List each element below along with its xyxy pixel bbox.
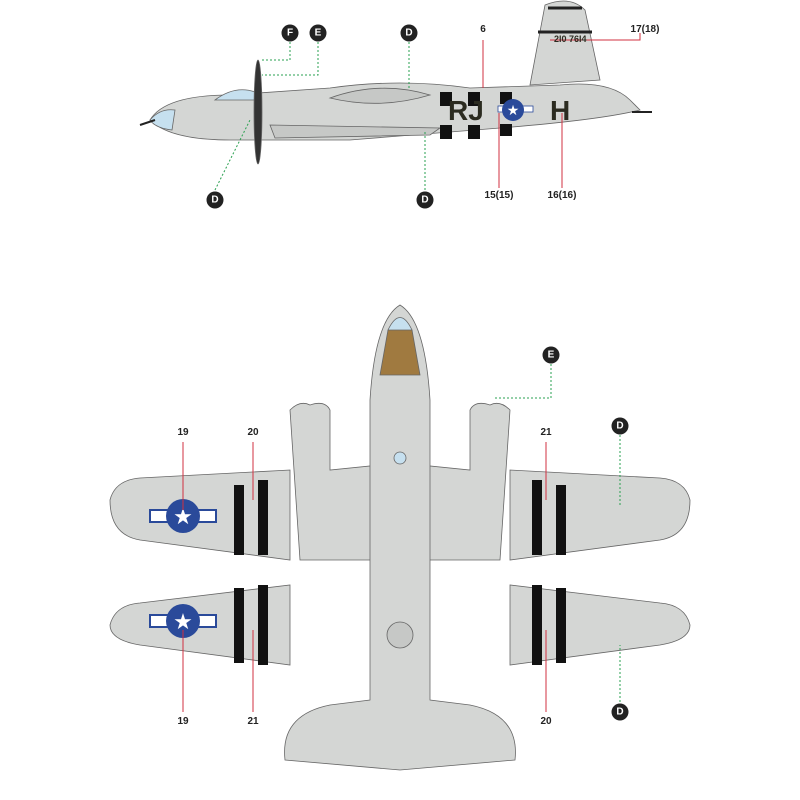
callout-21: 21 (540, 427, 552, 438)
callout-badge-f: F (281, 24, 299, 42)
callout-6: 6 (480, 24, 486, 35)
callout-20: 20 (247, 427, 259, 438)
callout-badge-d: D (611, 417, 629, 435)
callout-17: 17(18) (630, 24, 660, 35)
tail-serial: 2l0 76l4 (554, 34, 587, 44)
callout-badge-d: D (611, 703, 629, 721)
callout-15: 15(15) (484, 190, 514, 201)
side-view-aircraft: ★ (139, 0, 652, 165)
callout-badge-d: D (206, 191, 224, 209)
callout-badge-e: E (542, 346, 560, 364)
svg-text:★: ★ (173, 609, 193, 634)
callout-badge-d: D (416, 191, 434, 209)
svg-text:★: ★ (173, 504, 193, 529)
plan-view-aircraft: ★ ★ (109, 304, 691, 771)
svg-text:★: ★ (507, 102, 520, 118)
fuselage-code: RJ (448, 95, 484, 126)
callout-19: 19 (177, 427, 189, 438)
callout-20: 20 (540, 716, 552, 727)
plan-view-callout-lines (182, 364, 621, 712)
callout-19: 19 (177, 716, 189, 727)
callout-21: 21 (247, 716, 259, 727)
side-view-callout-lines (214, 33, 641, 191)
aircraft-letter: H (550, 95, 571, 126)
callout-badge-e: E (309, 24, 327, 42)
callout-badge-d: D (400, 24, 418, 42)
callout-16: 16(16) (547, 190, 577, 201)
